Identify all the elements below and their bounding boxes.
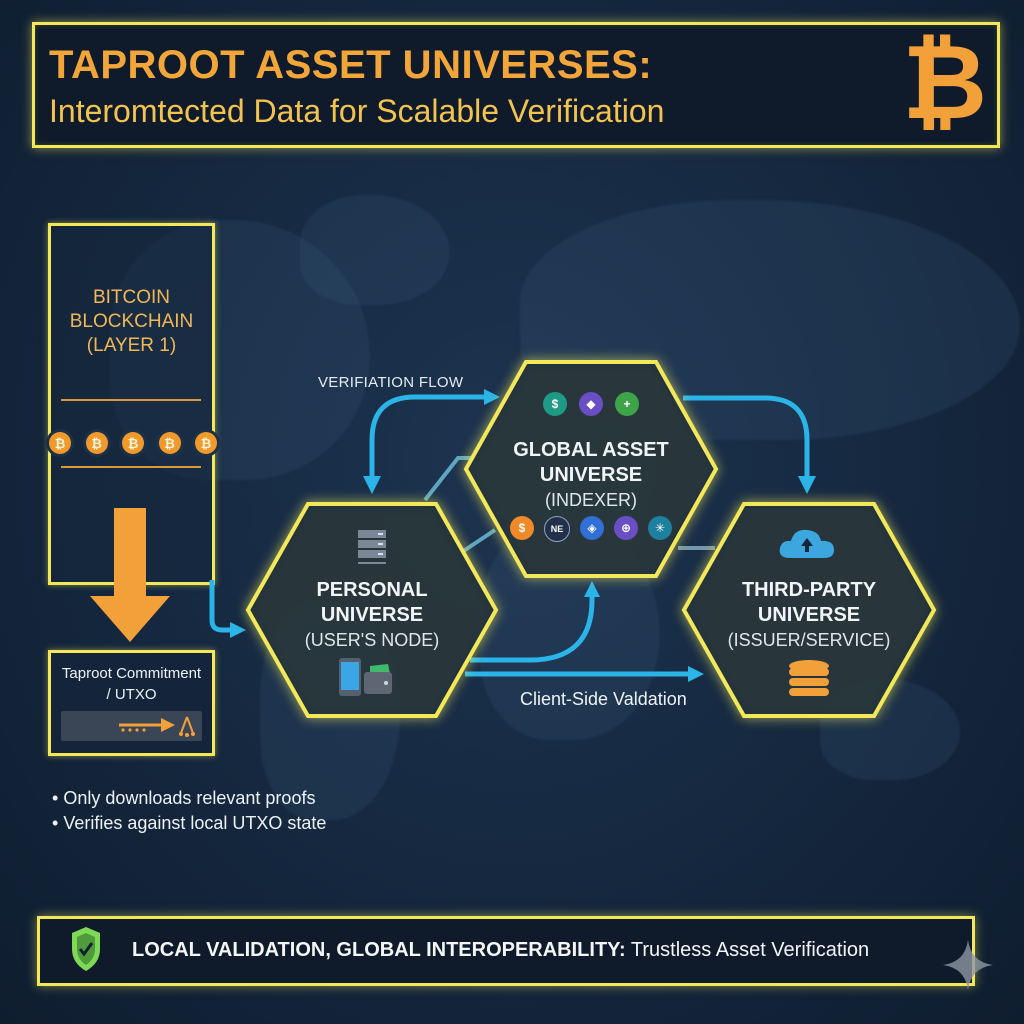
global-asset-universe-node[interactable]: $ ◆ + GLOBAL ASSET UNIVERSE (INDEXER) $ …: [462, 358, 720, 580]
cloud-icon: [779, 529, 834, 558]
chain-divider-bottom: [61, 466, 201, 468]
map-greenland: [300, 195, 450, 305]
commitment-arrow-icon: [119, 716, 195, 737]
database-icon: [789, 660, 829, 696]
node-subtitle: (ISSUER/SERVICE): [727, 630, 891, 650]
sparkle-icon: [943, 940, 993, 990]
purple-token-icon: ◆: [579, 392, 603, 416]
commitment-bar: [61, 711, 202, 741]
chain-divider-top: [61, 399, 201, 401]
benefit-bullets: Only downloads relevant proofs Verifies …: [52, 786, 326, 836]
hexagon-outline: [245, 502, 499, 718]
violet-token-icon: ⊕: [614, 516, 638, 540]
bitcoin-logo-icon: ₿: [902, 25, 987, 141]
bitcoin-coin-icon: ₿: [49, 432, 71, 454]
node-title: THIRD-PARTY: [741, 579, 877, 601]
wallet-icon: [364, 664, 392, 694]
footer-text: LOCAL VALIDATION, GLOBAL INTEROPERABILIT…: [132, 939, 870, 961]
shield-check-icon: [72, 927, 100, 971]
bitcoin-coin-icon: ₿: [158, 432, 181, 454]
server-icon: [358, 530, 386, 564]
client-side-validation-label: Client-Side Valdation: [520, 689, 687, 709]
bottom-token-icons: $ NE ◈ ⊕ ✳: [462, 516, 720, 542]
dollar-token-icon: $: [510, 516, 534, 540]
commitment-title: Taproot Commitment / UTXO: [61, 665, 202, 703]
phone-icon: [339, 658, 361, 696]
header-banner: TAPROOT ASSET UNIVERSES: Interomtected D…: [32, 22, 1000, 148]
blue-token-icon: ◈: [580, 516, 604, 540]
down-arrow-icon: [90, 508, 170, 642]
page-subtitle: Interomtected Data for Scalable Verifica…: [49, 93, 665, 129]
personal-universe-node[interactable]: PERSONAL UNIVERSE (USER'S NODE): [244, 500, 500, 720]
bitcoin-coin-icon: ₿: [122, 432, 144, 454]
node-title: UNIVERSE: [320, 604, 424, 626]
page-title: TAPROOT ASSET UNIVERSES:: [49, 43, 653, 87]
taproot-commitment-panel: Taproot Commitment / UTXO: [48, 650, 215, 756]
node-subtitle: (USER'S NODE): [304, 630, 440, 650]
bullet-item: Verifies against local UTXO state: [52, 811, 326, 836]
node-title: UNIVERSE: [539, 464, 643, 486]
verification-flow-label: VERIFIATION FLOW: [318, 374, 464, 391]
bitcoin-coin-icon: ₿: [85, 432, 108, 454]
top-token-icons: $ ◆ +: [462, 392, 720, 416]
footer-banner: LOCAL VALIDATION, GLOBAL INTEROPERABILIT…: [37, 916, 975, 986]
blockchain-title: BITCOIN BLOCKCHAIN (LAYER 1): [69, 287, 194, 356]
node-title: UNIVERSE: [757, 604, 861, 626]
stablecoin-token-icon: $: [543, 392, 567, 416]
node-title: PERSONAL: [316, 579, 428, 601]
third-party-universe-node[interactable]: THIRD-PARTY UNIVERSE (ISSUER/SERVICE): [680, 500, 938, 720]
green-token-icon: +: [615, 392, 639, 416]
hexagon-outline: [681, 502, 937, 718]
node-subtitle: (INDEXER): [544, 490, 637, 510]
ne-token-icon: NE: [544, 516, 570, 542]
bitcoin-coin-icon: ₿: [195, 432, 217, 454]
node-title: GLOBAL ASSET: [513, 439, 669, 461]
bullet-item: Only downloads relevant proofs: [52, 786, 326, 811]
network-token-icon: ✳: [648, 516, 672, 540]
block-chain-coins: ₿ ₿ ₿ ₿ ₿: [49, 432, 217, 454]
